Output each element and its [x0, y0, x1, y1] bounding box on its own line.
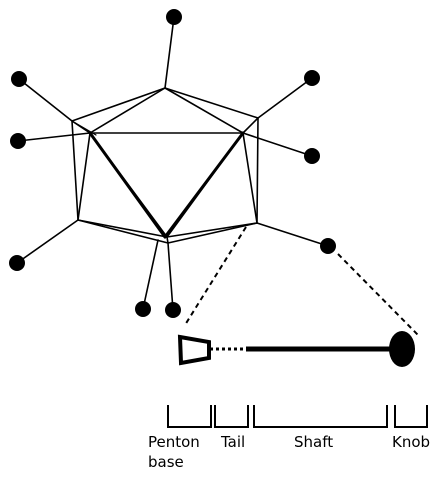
fiber-mid-right: [242, 132, 320, 164]
fiber-lower-right: [256, 222, 336, 254]
fiber-mid-left: [10, 132, 91, 149]
capsid-face-line: [77, 219, 168, 238]
fiber-bottom-right: [165, 242, 181, 318]
label-penton-base-line2: base: [148, 453, 184, 471]
capsid-face-line: [242, 132, 258, 224]
knob-shape: [389, 331, 415, 367]
fiber-knob: [11, 71, 27, 87]
zoom-line-left: [184, 226, 247, 326]
segment-brackets: [167, 405, 428, 428]
label-shaft: Shaft: [294, 433, 333, 451]
fibers: [9, 9, 336, 318]
fiber-enlarged: [177, 331, 415, 367]
fiber-knob: [166, 9, 182, 25]
fiber-upper-right: [257, 70, 320, 119]
label-knob: Knob: [392, 433, 430, 451]
fiber-knob: [135, 301, 151, 317]
capsid-face-line: [166, 236, 169, 244]
capsid-icosahedron: [71, 87, 259, 244]
capsid-face-line: [77, 132, 91, 221]
fiber-knob: [165, 302, 181, 318]
fiber-knob: [320, 238, 336, 254]
bracket-penton-base: [167, 405, 212, 428]
fiber-knob: [304, 70, 320, 86]
label-tail: Tail: [220, 433, 245, 451]
capsid-face-line: [89, 87, 166, 134]
capsid-front-edge-left: [88, 131, 167, 239]
penton-base-shape: [177, 334, 211, 366]
capsid-outer-outline: [71, 87, 259, 244]
fiber-knob: [10, 133, 26, 149]
capsid-front-edge-right: [163, 131, 245, 239]
fiber-top: [164, 9, 182, 89]
bracket-tail: [214, 405, 249, 428]
capsid-face-line: [242, 117, 259, 134]
fiber-knob: [304, 148, 320, 164]
capsid-face-line: [166, 222, 258, 238]
fiber-knob: [9, 255, 25, 271]
segment-labels: Penton base Tail Shaft Knob: [148, 433, 430, 471]
capsid-front-triangle: [89, 132, 244, 238]
fiber-upper-left: [11, 71, 73, 122]
zoom-line-right: [337, 253, 419, 336]
capsid-face-line: [71, 120, 97, 136]
label-penton-base-line1: Penton: [148, 433, 200, 451]
capsid-face-line: [164, 87, 244, 134]
bracket-knob: [394, 405, 428, 428]
fiber-lower-left: [9, 219, 79, 271]
bracket-shaft: [253, 405, 388, 428]
fiber-bottom-left: [135, 239, 159, 317]
zoom-lines: [184, 226, 419, 336]
